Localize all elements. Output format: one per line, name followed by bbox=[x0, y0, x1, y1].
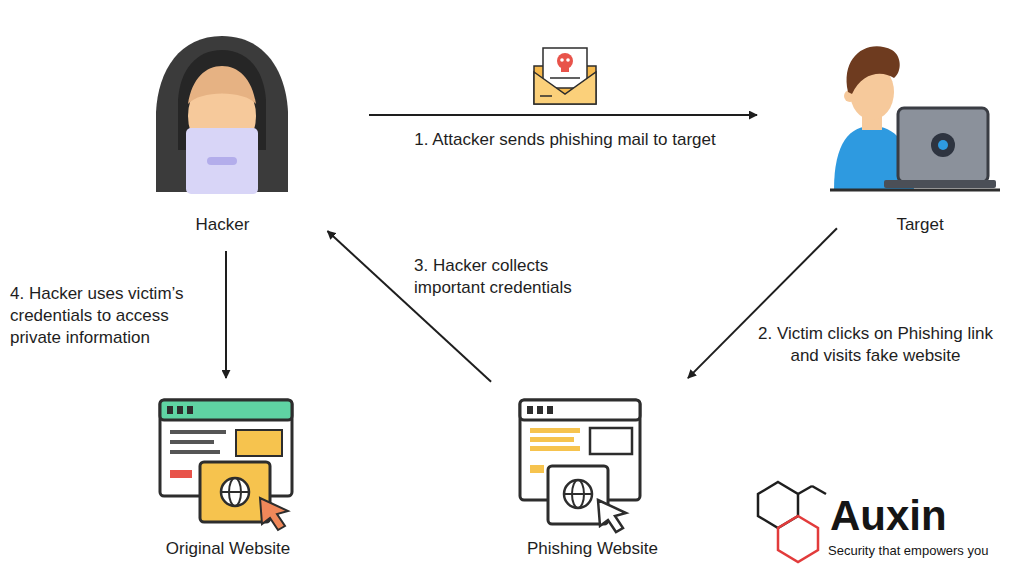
hacker-icon-part bbox=[207, 157, 237, 165]
phishing-website-icon-part bbox=[530, 465, 544, 473]
phishing-website-icon-part bbox=[530, 437, 574, 442]
phishing-website-icon-part bbox=[527, 406, 533, 414]
phishing-website-icon-part bbox=[530, 428, 580, 433]
step-label: 3. Hacker collects important credentials bbox=[412, 255, 617, 299]
original-website-icon-part bbox=[177, 406, 183, 414]
flow-arrow bbox=[369, 114, 757, 116]
phishing-website-icon-part bbox=[598, 500, 626, 532]
logo-mark-part bbox=[758, 482, 798, 528]
phishing-website-icon-part bbox=[520, 400, 640, 420]
step-label: 2. Victim clicks on Phishing link and vi… bbox=[748, 323, 1003, 367]
original-website-icon-part bbox=[170, 470, 192, 478]
flow-arrow bbox=[225, 251, 227, 378]
phishing-mail-icon-part bbox=[540, 95, 552, 97]
hacker-icon-part bbox=[188, 66, 256, 104]
target-icon-part bbox=[938, 140, 948, 150]
node-label: Phishing Website bbox=[499, 539, 686, 559]
target-icon-part bbox=[898, 108, 988, 182]
phishing-website-icon-part bbox=[564, 480, 592, 508]
target-icon-part bbox=[884, 180, 996, 188]
phishing-mail-icon-part bbox=[566, 58, 570, 62]
phishing-mail-icon bbox=[534, 48, 596, 104]
logo-mark-part bbox=[778, 516, 818, 562]
original-website-icon-part bbox=[170, 440, 214, 444]
original-website-icon-part bbox=[170, 430, 226, 434]
original-website-icon-part bbox=[260, 498, 288, 530]
phishing-mail-icon-part bbox=[560, 58, 564, 62]
original-website-icon-part bbox=[187, 406, 193, 414]
phishing-mail-icon-part bbox=[557, 53, 573, 69]
logo-name: Auxin bbox=[830, 492, 947, 540]
original-website-icon-part bbox=[167, 406, 173, 414]
node-label: Target bbox=[844, 215, 996, 235]
phishing-website-icon-part bbox=[590, 428, 632, 454]
hacker-icon bbox=[156, 36, 288, 194]
phishing-website-icon-part bbox=[530, 446, 580, 451]
hacker-icon-part bbox=[186, 128, 258, 194]
phishing-mail-icon-part bbox=[561, 68, 569, 72]
original-website-icon-part bbox=[200, 462, 270, 522]
logo-mark-part bbox=[812, 486, 826, 494]
phishing-mail-icon-part bbox=[543, 48, 587, 88]
phishing-website-icon bbox=[520, 400, 640, 532]
logo-tagline: Security that empowers you bbox=[828, 543, 988, 558]
phishing-mail-icon-part bbox=[534, 72, 596, 104]
original-website-icon-part bbox=[221, 478, 249, 506]
icon-node: Phishing Website bbox=[499, 398, 686, 565]
step-label: 4. Hacker uses victim’s credentials to a… bbox=[8, 283, 213, 349]
node-label: Hacker bbox=[144, 215, 301, 235]
original-website-icon bbox=[160, 400, 292, 530]
icon-node: Target bbox=[844, 38, 996, 241]
logo-mark-part bbox=[798, 486, 812, 494]
flow-arrow bbox=[327, 231, 491, 382]
step-label: 1. Attacker sends phishing mail to targe… bbox=[350, 129, 780, 151]
phishing-website-icon-part bbox=[564, 493, 592, 495]
original-website-icon-part bbox=[170, 450, 220, 454]
logo-mark bbox=[758, 482, 826, 562]
phishing-website-icon-part bbox=[537, 406, 543, 414]
target-icon-part bbox=[931, 133, 955, 157]
icon-node: Hacker bbox=[144, 30, 301, 241]
original-website-icon-part bbox=[221, 491, 249, 493]
target-icon-part bbox=[847, 46, 900, 94]
icon-node: Original Website bbox=[142, 396, 314, 565]
original-website-icon-part bbox=[236, 430, 282, 456]
original-website-icon-part bbox=[160, 400, 292, 420]
node-label: Original Website bbox=[142, 539, 314, 559]
target-icon-part bbox=[830, 189, 1000, 192]
phishing-website-icon-part bbox=[547, 406, 553, 414]
phishing-mail-icon-part bbox=[550, 77, 580, 79]
target-icon bbox=[830, 46, 1000, 190]
